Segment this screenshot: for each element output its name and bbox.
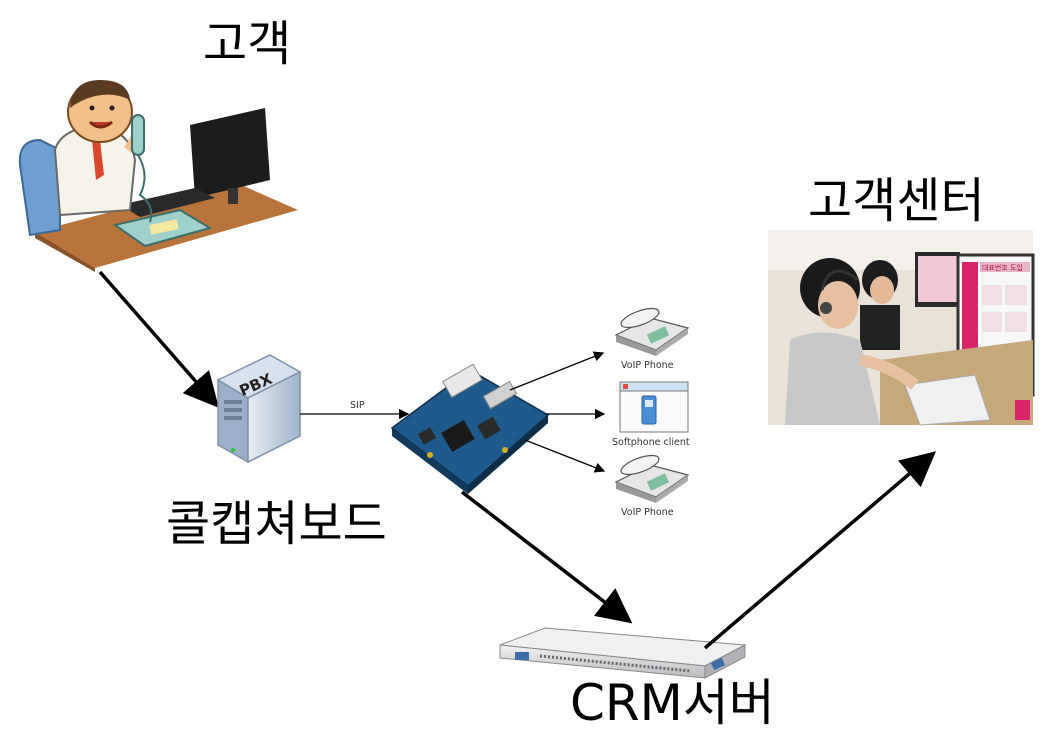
arrow-board-to-voip-1 [509, 351, 605, 391]
softphone-icon [619, 381, 689, 433]
pbx-server-icon [216, 354, 302, 464]
arrow-board-to-crm [460, 490, 633, 624]
arrow-customer-to-pbx [98, 270, 219, 408]
call-center-banner: 대표번호 도입 [982, 263, 1023, 272]
crm-server-icon [499, 627, 747, 679]
voip-phone-label: VoIP Phone [621, 360, 674, 371]
capture-board-icon [390, 363, 550, 494]
call-center-photo: 대표번호 도입 [768, 230, 1035, 426]
customer-label: 고객 [203, 16, 292, 72]
voip-phone-label: VoIP Phone [621, 507, 674, 518]
voip-phone-icon [614, 307, 690, 356]
capture-board-label: 콜캡쳐보드 [166, 496, 387, 552]
call-center-label: 고객센터 [808, 173, 985, 229]
crm-server-label: CRM서버 [570, 674, 775, 732]
arrow-crm-to-callcenter [703, 451, 936, 650]
arrow-board-to-voip-2 [524, 439, 606, 473]
softphone-label: Softphone client [612, 437, 690, 448]
sip-label: SIP [350, 400, 365, 411]
voip-phone-icon [614, 454, 690, 503]
customer-illustration [18, 80, 298, 272]
